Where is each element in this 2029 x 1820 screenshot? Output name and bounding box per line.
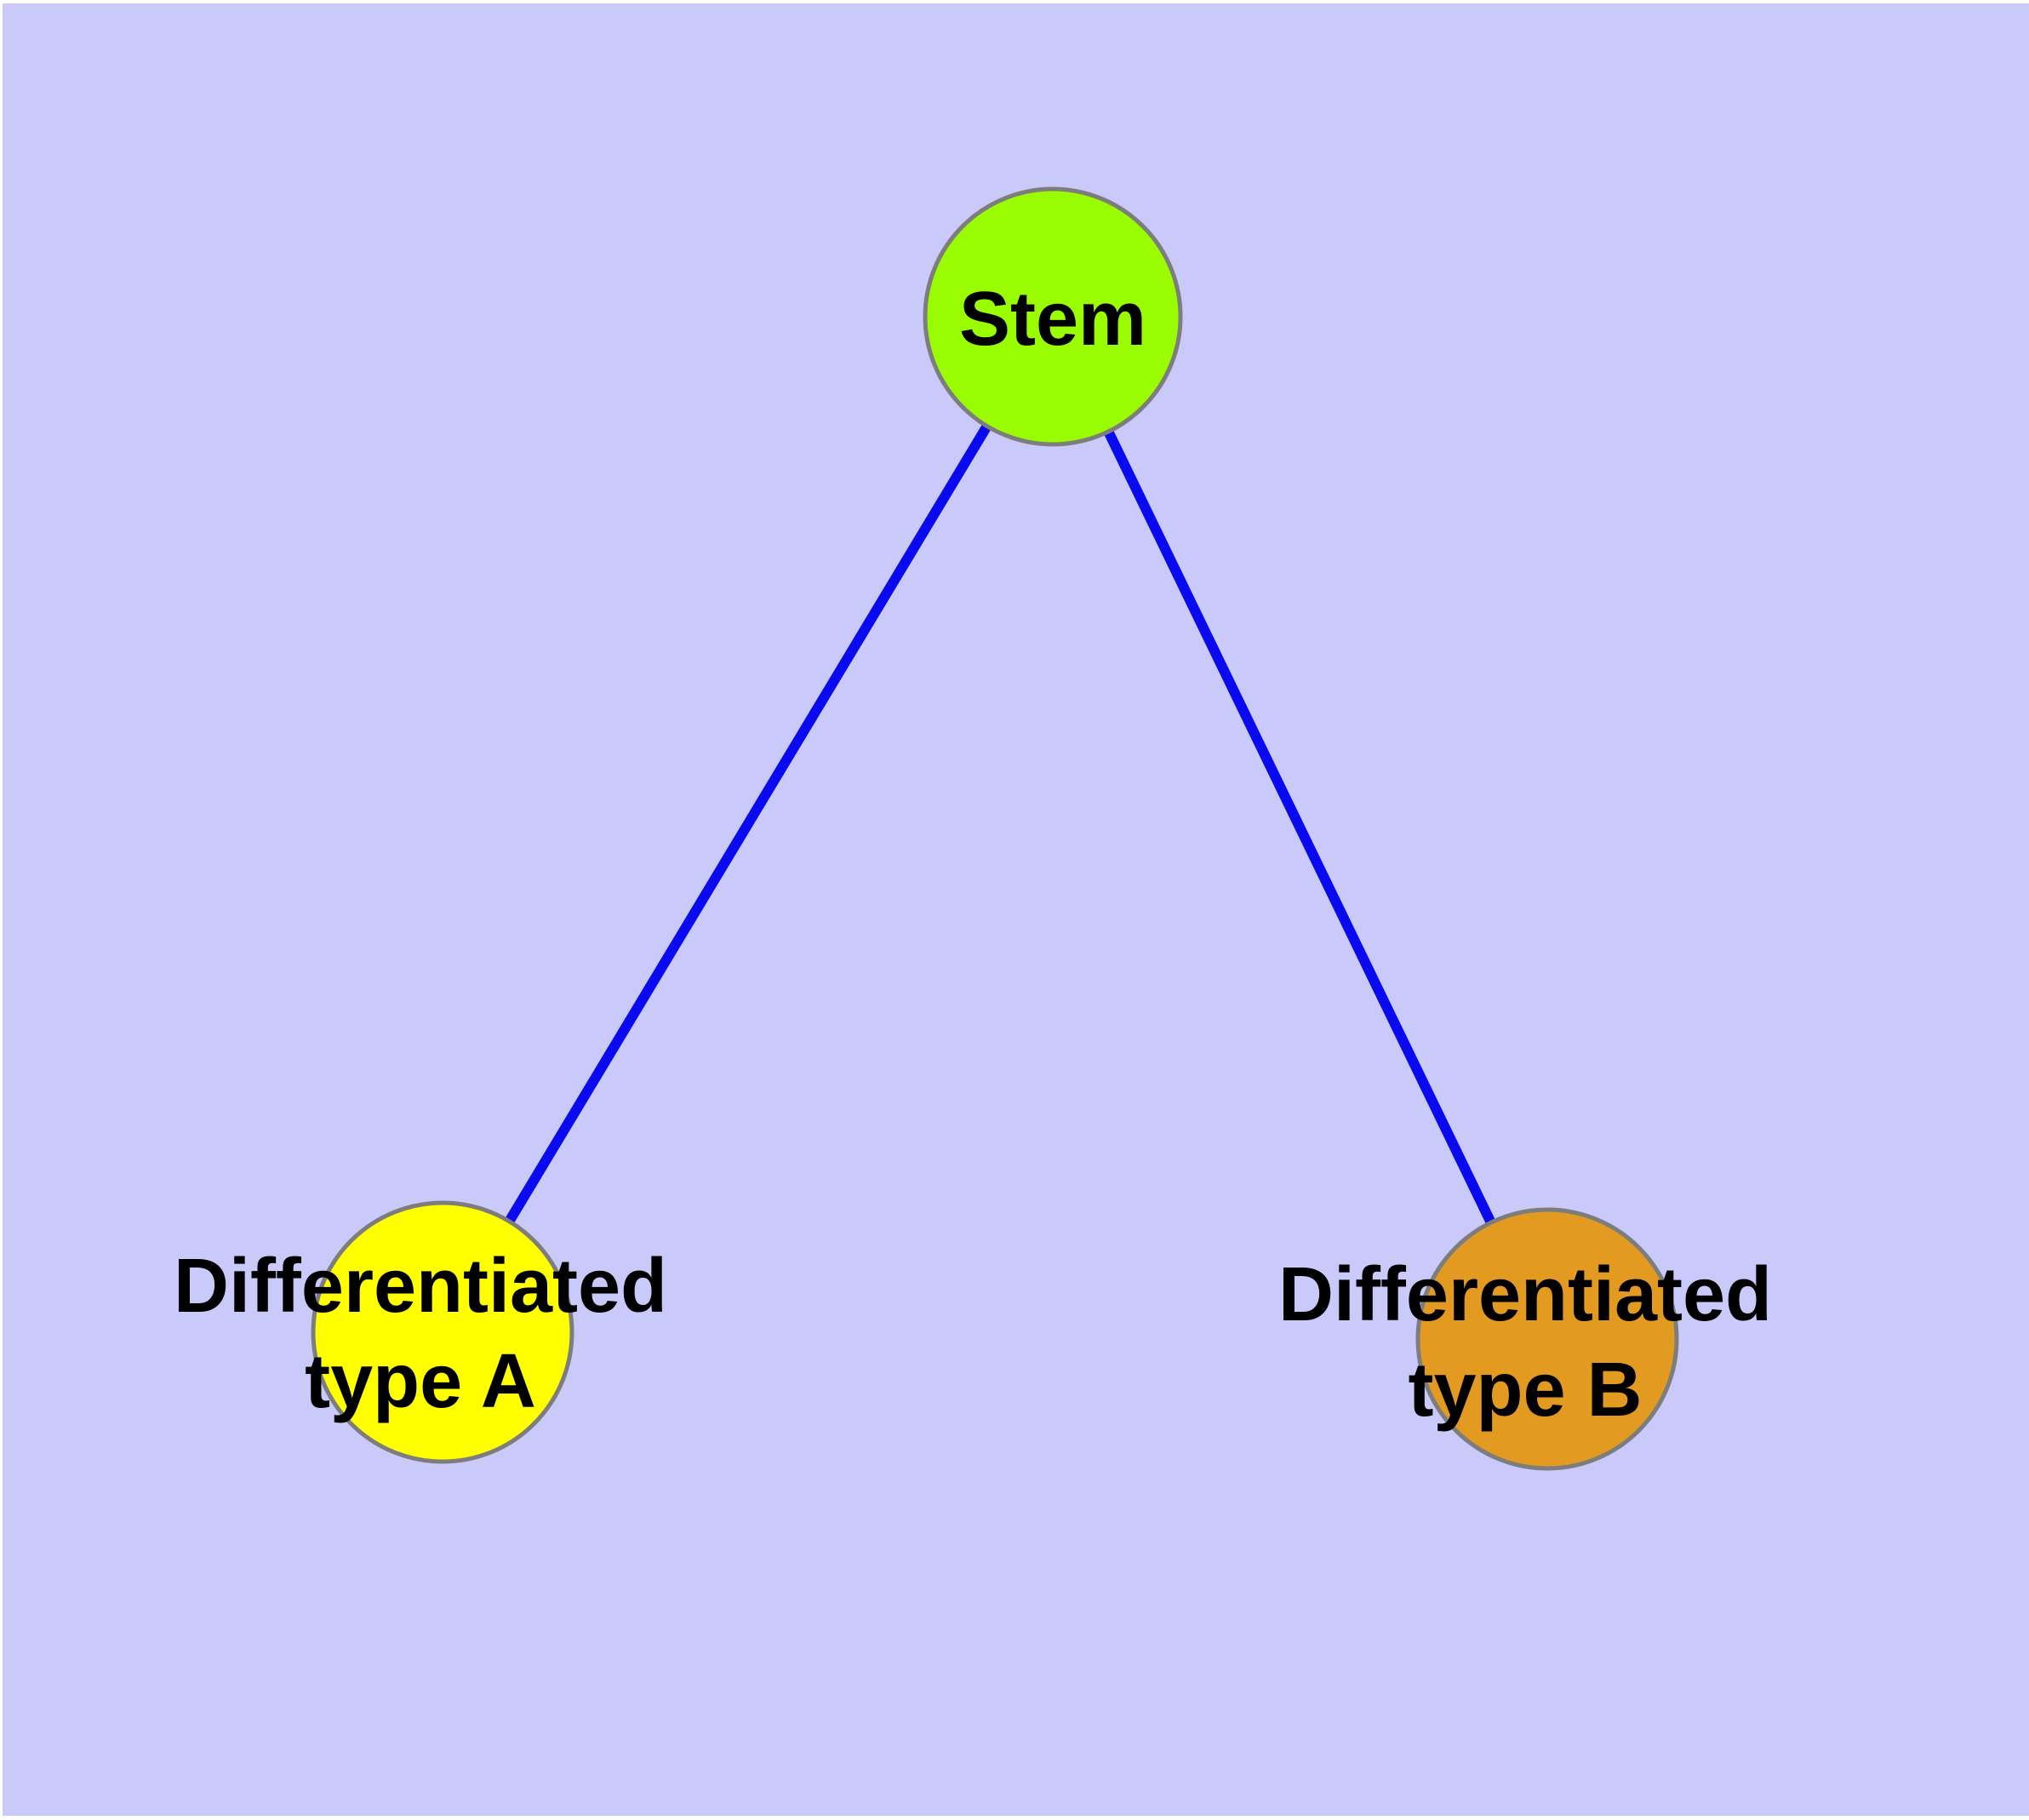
edge-stem-to-type-b [1048, 314, 1552, 1342]
node-stem [923, 186, 1183, 447]
node-differentiated-type-b [1415, 1207, 1679, 1471]
edge-stem-to-type-a [437, 313, 1058, 1336]
node-differentiated-type-a [311, 1200, 574, 1464]
